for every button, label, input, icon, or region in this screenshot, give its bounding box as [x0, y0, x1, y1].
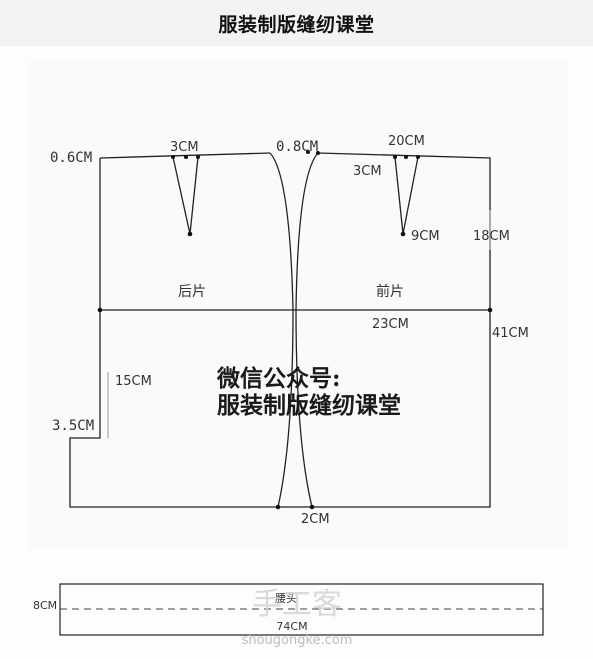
- label-front-dart-length: 9CM: [411, 229, 440, 244]
- label-slit-width: 3.5CM: [52, 418, 94, 434]
- label-hem-overlap: 2CM: [301, 512, 330, 527]
- back-dart: [172, 156, 199, 235]
- waistband-height: 8CM: [33, 599, 57, 612]
- front-dart: [394, 156, 419, 235]
- label-center-offset: 0.8CM: [276, 139, 318, 155]
- site-url: shougongke.com: [242, 633, 353, 648]
- label-side-length: 41CM: [492, 326, 529, 341]
- waistband-length: 74CM: [276, 620, 307, 633]
- label-front-hip: 23CM: [372, 317, 409, 332]
- label-back-dart-width: 3CM: [170, 140, 199, 155]
- label-slit-length: 15CM: [115, 374, 152, 389]
- site-logo: 手工客: [252, 587, 342, 622]
- center-seam-back: [269, 152, 294, 508]
- label-waist-raise: 0.6CM: [50, 150, 92, 166]
- page-title: 服装制版缝纫课堂: [218, 14, 375, 36]
- wechat-watermark-line1: 微信公众号:: [216, 365, 341, 392]
- label-front-piece: 前片: [376, 283, 404, 300]
- pattern-outline: [69, 152, 491, 508]
- label-front-dart-width: 3CM: [353, 164, 382, 179]
- front-dart-point: [400, 231, 406, 237]
- wechat-watermark-line2: 服装制版缝纫课堂: [217, 392, 401, 419]
- back-dart-point: [187, 231, 193, 237]
- waistband-label: 腰头: [275, 592, 297, 605]
- label-hip-depth: 18CM: [473, 229, 510, 244]
- label-back-piece: 后片: [178, 284, 206, 300]
- center-seam-front: [295, 152, 319, 508]
- label-front-dart-pos: 20CM: [388, 134, 425, 149]
- header-bar: 服装制版缝纫课堂: [0, 0, 593, 46]
